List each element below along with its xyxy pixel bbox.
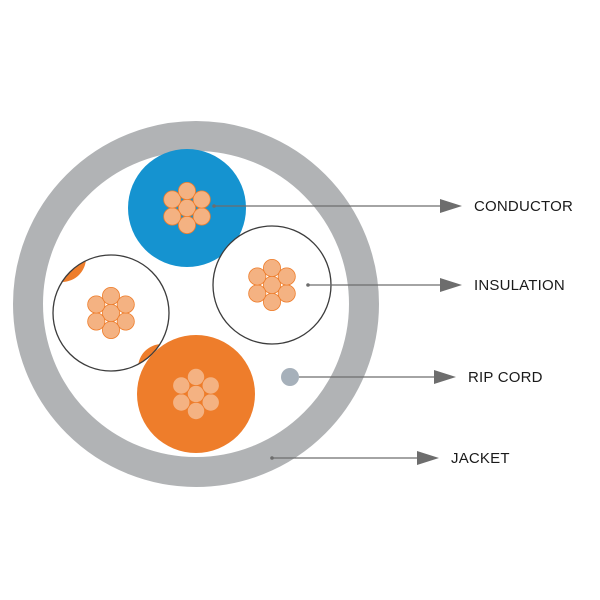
conductor-strand: [172, 393, 191, 412]
conductor-strand: [192, 190, 211, 209]
conductor-strands-blue: [163, 181, 211, 234]
label-insulation: INSULATION: [474, 277, 565, 294]
conductor-strand: [248, 267, 267, 286]
conductor-strand: [192, 207, 211, 226]
conductor-strand: [262, 275, 281, 294]
conductor-strands-orange: [172, 367, 220, 420]
conductor-strand: [163, 190, 182, 209]
conductor-strand: [277, 284, 296, 303]
conductor-strand: [87, 312, 106, 331]
label-jacket: JACKET: [451, 450, 510, 467]
label-conductor: CONDUCTOR: [474, 198, 574, 215]
label-rip-cord: RIP CORD: [468, 369, 543, 386]
conductor-strand: [277, 267, 296, 286]
conductor-strand: [177, 215, 196, 234]
conductor-strand: [177, 181, 196, 200]
conductor-strand: [116, 295, 135, 314]
conductor-strand: [201, 393, 220, 412]
conductor-strand: [262, 292, 281, 311]
conductor-strand: [186, 367, 205, 386]
conductor-strand: [102, 286, 121, 305]
leader-line-insulation: [306, 278, 462, 292]
conductor-strands-white-blue: [248, 258, 296, 311]
leader-line-conductor: [212, 199, 462, 213]
conductor-strand: [87, 295, 106, 314]
rip-cord: [281, 368, 299, 386]
leader-line-jacket: [270, 451, 439, 465]
conductor-strand: [186, 384, 205, 403]
conductor-strand: [186, 401, 205, 420]
conductor-strand: [177, 198, 196, 217]
conductor-strand: [262, 258, 281, 277]
leader-line-rip-cord: [299, 370, 456, 384]
conductor-strand: [248, 284, 267, 303]
jacket: [13, 121, 379, 487]
conductor-strand: [116, 312, 135, 331]
conductor-strand: [201, 376, 220, 395]
conductor-strands-white-orange: [87, 286, 135, 339]
conductor-strand: [102, 303, 121, 322]
conductor-strand: [163, 207, 182, 226]
conductor-strand: [172, 376, 191, 395]
conductor-strand: [102, 320, 121, 339]
